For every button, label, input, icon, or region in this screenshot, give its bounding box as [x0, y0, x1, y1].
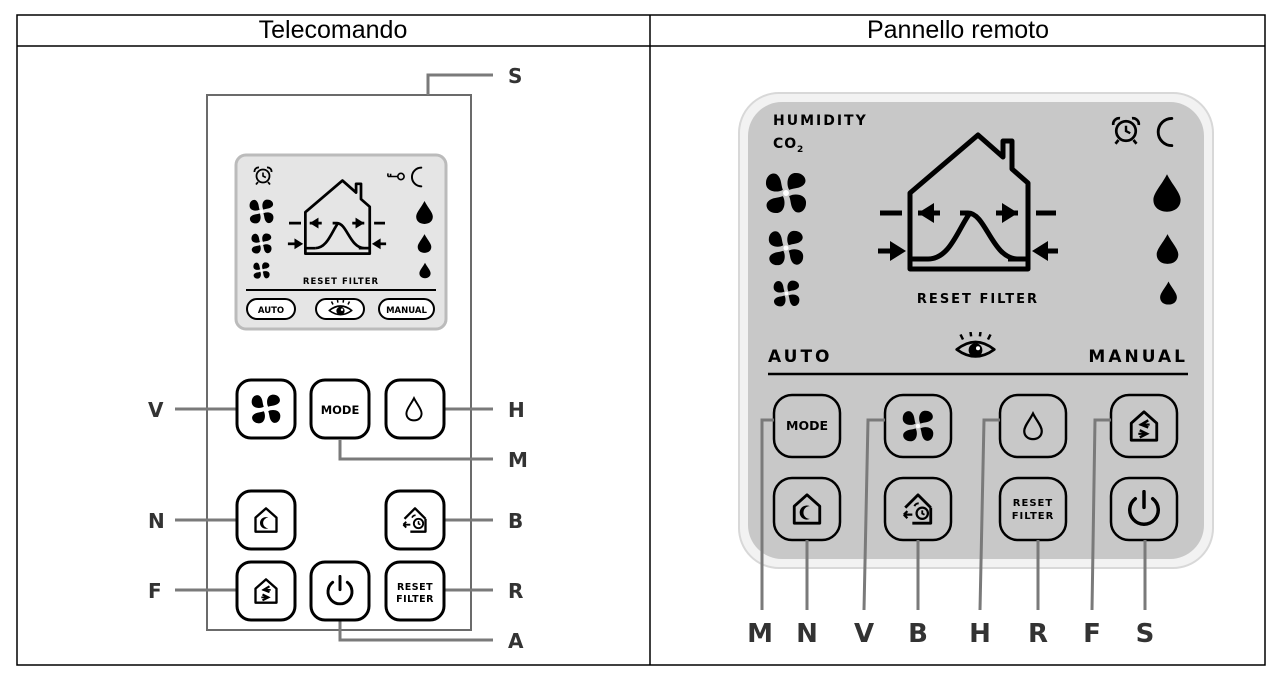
label-m: M — [508, 448, 528, 472]
label-r: R — [508, 579, 523, 603]
remote-panel: HUMIDITY CO 2 RESET FILTER AUTO MANUAL M… — [738, 92, 1214, 649]
panel-label-s: S — [1136, 619, 1155, 649]
header-telecomando: Telecomando — [258, 16, 408, 44]
label-f: F — [148, 579, 162, 603]
remote-manual-text: MANUAL — [386, 306, 427, 316]
humidity-label: HUMIDITY — [773, 113, 868, 129]
panel-label-v: V — [854, 619, 874, 649]
remote-reset-filter-text: RESET FILTER — [303, 277, 379, 287]
remote-display — [234, 153, 448, 331]
panel-night-mode-button[interactable] — [772, 476, 842, 542]
label-s: S — [508, 64, 522, 88]
table-grid — [16, 14, 1266, 666]
panel-label-m: M — [747, 619, 773, 649]
label-v: V — [148, 398, 164, 422]
panel-letter-labels: M N V B H R F S — [747, 619, 1154, 649]
panel-manual-text: MANUAL — [1088, 347, 1188, 367]
remote-mode-indicators: AUTO MANUAL — [246, 298, 435, 320]
remote-letter-labels: S V H M N B F R A — [148, 64, 528, 653]
remote-humidity-button[interactable] — [384, 378, 446, 440]
remote-fan-button[interactable] — [235, 378, 297, 440]
remote-power-button[interactable] — [309, 560, 371, 622]
panel-humidity-button[interactable] — [998, 393, 1068, 459]
panel-label-b: B — [908, 619, 928, 649]
panel-fan-button[interactable] — [883, 393, 953, 459]
panel-label-n: N — [796, 619, 818, 649]
panel-mode-button[interactable]: MODE — [772, 393, 842, 459]
co2-label: CO — [773, 136, 797, 152]
label-b: B — [508, 509, 523, 533]
label-a: A — [508, 629, 524, 653]
remote-control: RESET FILTER AUTO MANUAL — [148, 64, 528, 653]
panel-filter-label: FILTER — [1012, 511, 1055, 522]
panel-reset-filter-text: RESET FILTER — [917, 292, 1039, 307]
remote-mode-button[interactable]: MODE — [309, 378, 371, 440]
header-pannello-remoto: Pannello remoto — [866, 16, 1050, 44]
remote-mode-label: MODE — [321, 403, 360, 417]
panel-power-button[interactable] — [1109, 476, 1179, 542]
label-n: N — [148, 509, 165, 533]
panel-label-f: F — [1083, 619, 1101, 649]
remote-reset-label: RESET — [397, 582, 433, 593]
panel-reset-label: RESET — [1013, 498, 1053, 509]
panel-auto-text: AUTO — [768, 347, 833, 367]
remote-night-mode-button[interactable] — [235, 489, 297, 551]
remote-free-cooling-button[interactable] — [235, 560, 297, 622]
remote-filter-label: FILTER — [396, 594, 434, 605]
panel-label-h: H — [969, 619, 991, 649]
panel-free-cooling-button[interactable] — [1109, 393, 1179, 459]
panel-timer-button[interactable] — [883, 476, 953, 542]
panel-reset-filter-button[interactable]: RESET FILTER — [998, 476, 1068, 542]
label-h: H — [508, 398, 525, 422]
remote-auto-text: AUTO — [258, 306, 284, 316]
panel-mode-label: MODE — [786, 418, 828, 433]
panel-leader-lines — [760, 418, 1147, 611]
remote-reset-filter-button[interactable]: RESET FILTER — [384, 560, 446, 622]
panel-face — [748, 102, 1204, 559]
remote-leader-lines — [175, 73, 493, 642]
remote-timer-button[interactable] — [384, 489, 446, 551]
co2-subscript: 2 — [797, 145, 803, 155]
panel-label-r: R — [1028, 619, 1048, 649]
